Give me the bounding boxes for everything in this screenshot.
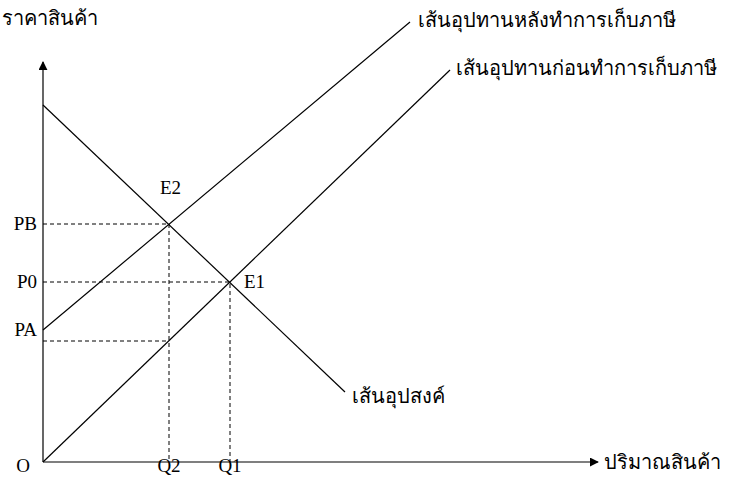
supply-after-tax-line	[43, 22, 410, 330]
equilibrium-point: E2	[160, 178, 181, 199]
axis-title: ปริมาณสินค้า	[604, 451, 721, 473]
dashed-guide	[43, 224, 169, 462]
dashed-guide	[43, 282, 230, 462]
price-level: P0	[17, 272, 37, 293]
demand-line	[43, 105, 345, 392]
origin-label: O	[16, 456, 30, 477]
quantity-level: Q2	[157, 456, 180, 477]
price-axis	[42, 62, 43, 462]
price-level: PB	[14, 214, 37, 235]
quantity-axis	[43, 461, 598, 462]
curve-label: เส้นอุปสงค์	[352, 385, 445, 407]
price-level: PA	[14, 320, 37, 341]
supply-before-tax-line	[43, 70, 450, 462]
equilibrium-point: E1	[244, 272, 265, 293]
axis-title: ราคาสินค้า	[2, 7, 98, 29]
curve-label: เส้นอุปทานหลังทำการเก็บภาษี	[418, 9, 676, 31]
curve-label: เส้นอุปทานก่อนทำการเก็บภาษี	[456, 57, 717, 79]
quantity-level: Q1	[218, 456, 241, 477]
dashed-guide	[43, 341, 169, 342]
